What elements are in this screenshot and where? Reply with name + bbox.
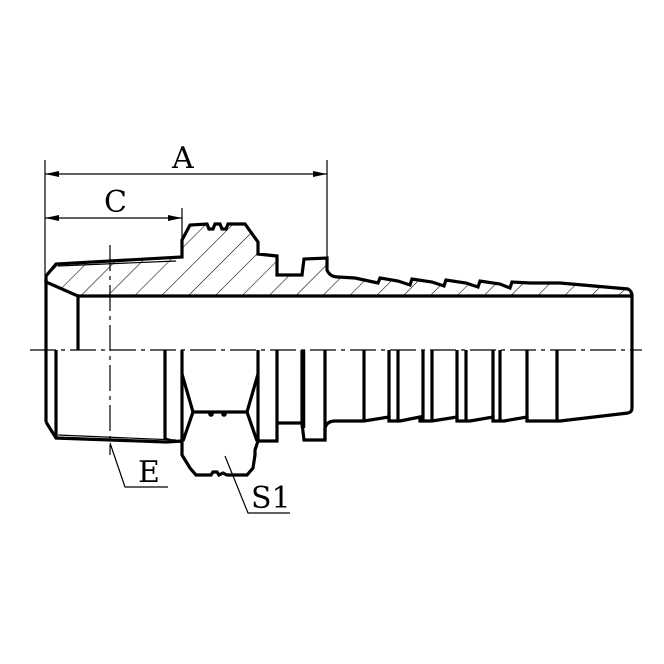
section-upper-half — [44, 222, 634, 350]
label-A: A — [171, 141, 194, 176]
thread-to-hex-line — [164, 437, 183, 444]
thread-root-line — [57, 434, 177, 441]
hex-lower-flat — [181, 411, 259, 442]
upper-outer-contour — [44, 222, 634, 297]
collar-shoulder — [323, 419, 355, 440]
barb-lines — [362, 350, 559, 421]
thread-crest-line — [57, 260, 177, 267]
label-S1: S1 — [251, 481, 291, 516]
dimension-A: A — [44, 141, 328, 276]
barb-outline-lower — [355, 407, 634, 423]
hex-outline — [180, 350, 260, 478]
hex-mark — [208, 411, 214, 417]
section-hatch — [46, 224, 632, 296]
hex-mark — [221, 411, 227, 417]
label-E: E — [138, 455, 160, 490]
left-chamfer-upper — [44, 276, 80, 350]
hex-upper-flat — [180, 373, 260, 414]
label-C: C — [104, 185, 127, 220]
collar-outline — [258, 350, 327, 443]
dimension-C: C — [45, 185, 183, 238]
thread-body-lower — [44, 421, 183, 444]
dimension-E: E — [109, 442, 168, 490]
exterior-lower-half — [44, 350, 634, 478]
dimension-S1: S1 — [224, 455, 291, 516]
